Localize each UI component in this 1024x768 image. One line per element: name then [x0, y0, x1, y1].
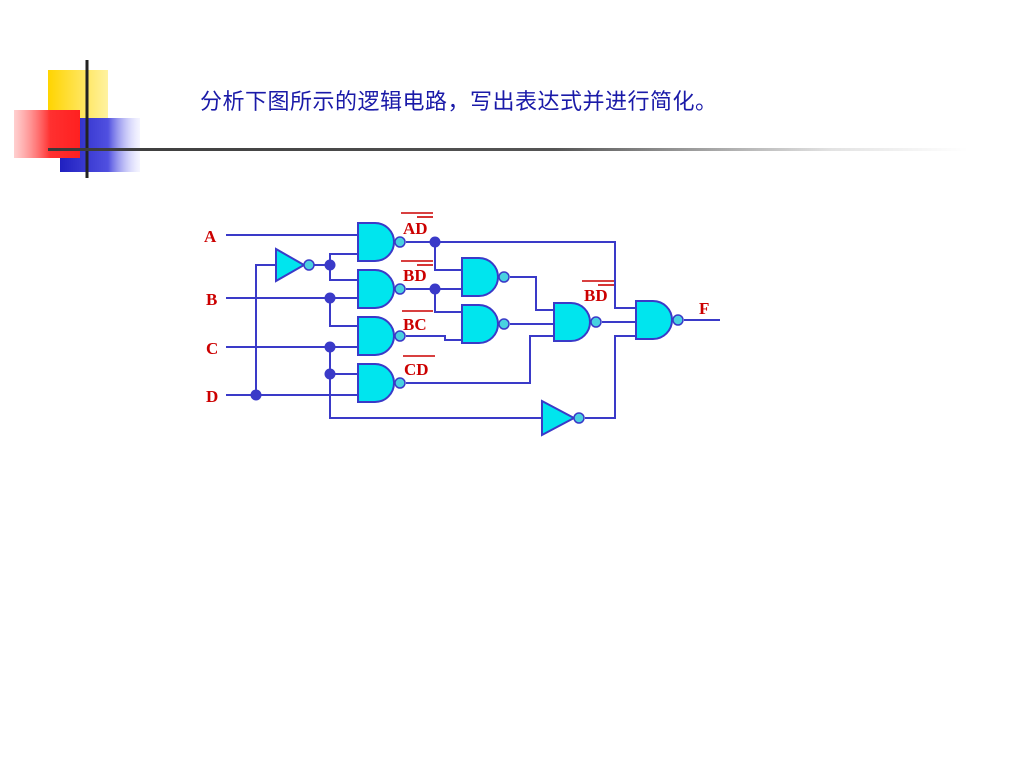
bubble	[573, 412, 585, 424]
corner-decoration	[14, 60, 140, 178]
wire-ad-to-gate5	[434, 242, 462, 271]
wire-bc-to-gate6	[406, 335, 462, 341]
nand-gate-cd	[357, 363, 395, 403]
nand-gate-5	[461, 257, 499, 297]
wire-cd-to-gate7	[406, 335, 554, 384]
junction-dot	[429, 236, 441, 248]
wire-bd-to-gate6	[434, 289, 462, 313]
input-label-b: B	[206, 290, 217, 309]
bubble	[394, 236, 406, 248]
junction-dot	[250, 389, 262, 401]
input-label-a: A	[204, 227, 217, 246]
bubble	[394, 283, 406, 295]
nand-gate-6	[461, 304, 499, 344]
junction-dot	[324, 292, 336, 304]
nand-gate-ad	[357, 222, 395, 262]
wire-c-to-cd-gate	[329, 347, 358, 375]
junction-dot	[324, 341, 336, 353]
junction-dot	[324, 368, 336, 380]
nand-gate-final	[635, 300, 673, 340]
inverter-d	[275, 247, 307, 283]
wire-inverter-to-final	[585, 335, 636, 419]
bubble	[672, 314, 684, 326]
wire-dbar-to-ad-gate	[314, 253, 358, 266]
bubble	[498, 318, 510, 330]
output-label-f: F	[699, 299, 709, 318]
gate-label-cd: CD	[404, 360, 429, 379]
bubble	[303, 259, 315, 271]
nand-gate-bc	[357, 316, 395, 356]
inverter-bottom	[541, 399, 577, 437]
nand-gate-7	[553, 302, 591, 342]
input-label-c: C	[206, 339, 218, 358]
title-divider	[48, 148, 968, 151]
gate-label-bd: BD	[403, 266, 427, 285]
bubble	[590, 316, 602, 328]
bubble	[394, 330, 406, 342]
gate-label-ad: AD	[403, 219, 428, 238]
junction-dot	[429, 283, 441, 295]
gate-label-bc: BC	[403, 315, 427, 334]
bubble	[394, 377, 406, 389]
wire-c-to-bottom-inverter	[329, 374, 542, 419]
bubble	[498, 271, 510, 283]
input-label-d: D	[206, 387, 218, 406]
wire-ad-to-final-gate	[435, 241, 636, 309]
nand-gate-bd	[357, 269, 395, 309]
gate-label-bd-2: BD	[584, 286, 608, 305]
wire-d-to-inverter	[255, 264, 276, 395]
wire-b-to-bc-gate	[329, 298, 358, 327]
slide-title: 分析下图所示的逻辑电路，写出表达式并进行简化。	[200, 90, 718, 115]
junction-dot	[324, 259, 336, 271]
wire-gate5-to-gate7	[510, 276, 554, 311]
